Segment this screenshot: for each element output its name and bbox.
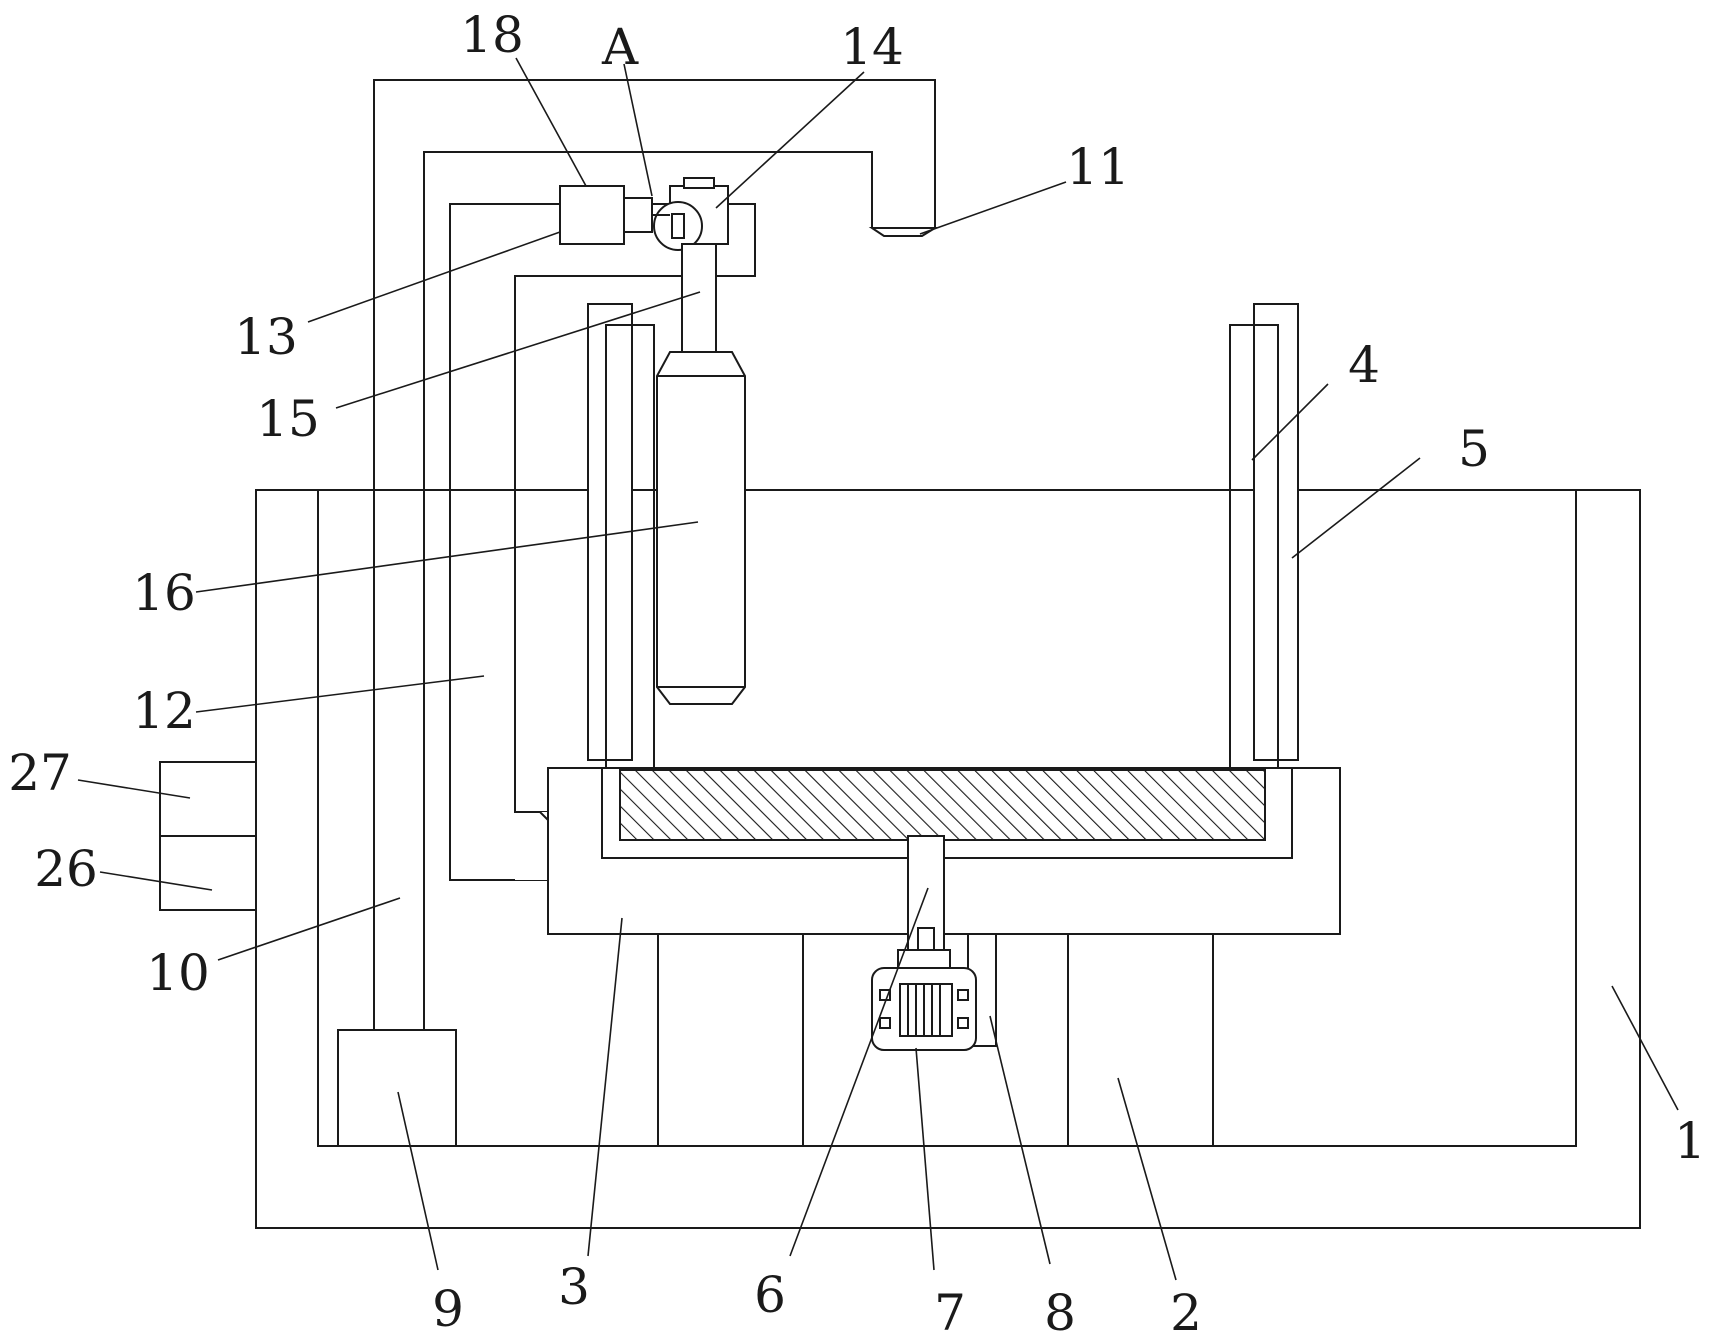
rod xyxy=(681,243,717,353)
pump-box xyxy=(337,1029,457,1147)
label-3: 3 xyxy=(558,1258,590,1316)
label-9: 9 xyxy=(432,1280,464,1338)
label-7: 7 xyxy=(934,1284,966,1342)
supports xyxy=(657,934,1214,1146)
label-16: 16 xyxy=(132,564,196,622)
right-wall xyxy=(1229,303,1299,769)
label-5: 5 xyxy=(1458,420,1490,478)
reference-labels: 18 A 14 11 13 15 4 5 16 12 27 26 10 1 9 … xyxy=(8,6,1706,1342)
brush-roller xyxy=(656,351,746,705)
label-11: 11 xyxy=(1066,138,1130,196)
label-1: 1 xyxy=(1674,1112,1706,1170)
leader-lines xyxy=(77,57,1679,1281)
label-6: 6 xyxy=(754,1266,786,1324)
label-2: 2 xyxy=(1170,1284,1202,1342)
label-27: 27 xyxy=(8,744,72,802)
label-8: 8 xyxy=(1044,1284,1076,1342)
cylinder-18 xyxy=(559,185,653,245)
basket-tray xyxy=(547,767,1341,935)
label-13: 13 xyxy=(234,308,298,366)
side-box-27 xyxy=(159,761,257,837)
side-box-26 xyxy=(159,835,257,911)
label-26: 26 xyxy=(34,840,98,898)
tank-body xyxy=(255,489,1641,1229)
pipe xyxy=(373,79,939,1030)
label-10: 10 xyxy=(146,944,210,1002)
label-A: A xyxy=(601,18,639,76)
label-15: 15 xyxy=(256,390,320,448)
label-4: 4 xyxy=(1348,336,1380,394)
motor xyxy=(871,927,977,1051)
label-14: 14 xyxy=(840,18,904,76)
gear-box-14 xyxy=(652,177,729,251)
label-18: 18 xyxy=(460,6,524,64)
filter-mesh xyxy=(619,769,1266,841)
label-12: 12 xyxy=(132,682,196,740)
